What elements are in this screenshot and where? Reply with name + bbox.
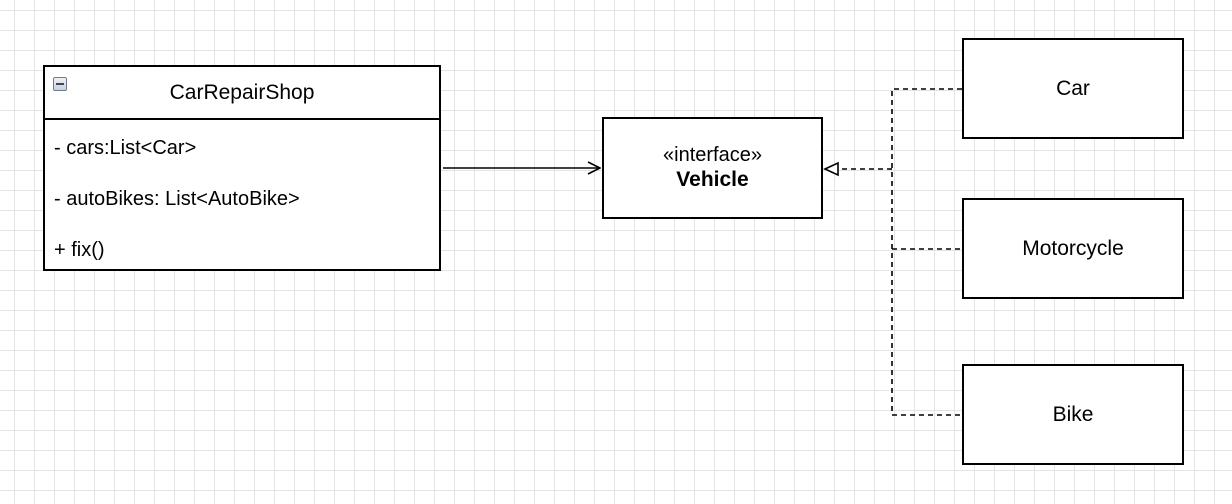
class-car-repair-shop[interactable]: CarRepairShop - cars:List<Car> - autoBik… [43, 65, 441, 271]
class-header: CarRepairShop [45, 67, 439, 120]
class-car-label: Car [1056, 76, 1090, 100]
attribute-auto-bikes[interactable]: - autoBikes: List<AutoBike> [54, 188, 300, 210]
interface-name: Vehicle [676, 168, 749, 191]
interface-stereotype: «interface» [663, 144, 762, 166]
class-motorcycle[interactable]: Motorcycle [962, 198, 1184, 299]
attribute-cars[interactable]: - cars:List<Car> [54, 137, 197, 159]
collapse-icon[interactable] [53, 77, 67, 91]
interface-vehicle[interactable]: «interface» Vehicle [602, 117, 823, 219]
class-bike-label: Bike [1052, 402, 1094, 426]
realization-connector[interactable] [823, 88, 962, 416]
class-name: CarRepairShop [169, 80, 315, 104]
class-bike[interactable]: Bike [962, 364, 1184, 465]
operation-fix[interactable]: + fix() [54, 239, 105, 261]
class-motorcycle-label: Motorcycle [1022, 236, 1124, 260]
realization-triangle-icon [823, 161, 839, 177]
class-car[interactable]: Car [962, 38, 1184, 139]
member-list: - cars:List<Car> - autoBikes: List<AutoB… [45, 120, 439, 281]
